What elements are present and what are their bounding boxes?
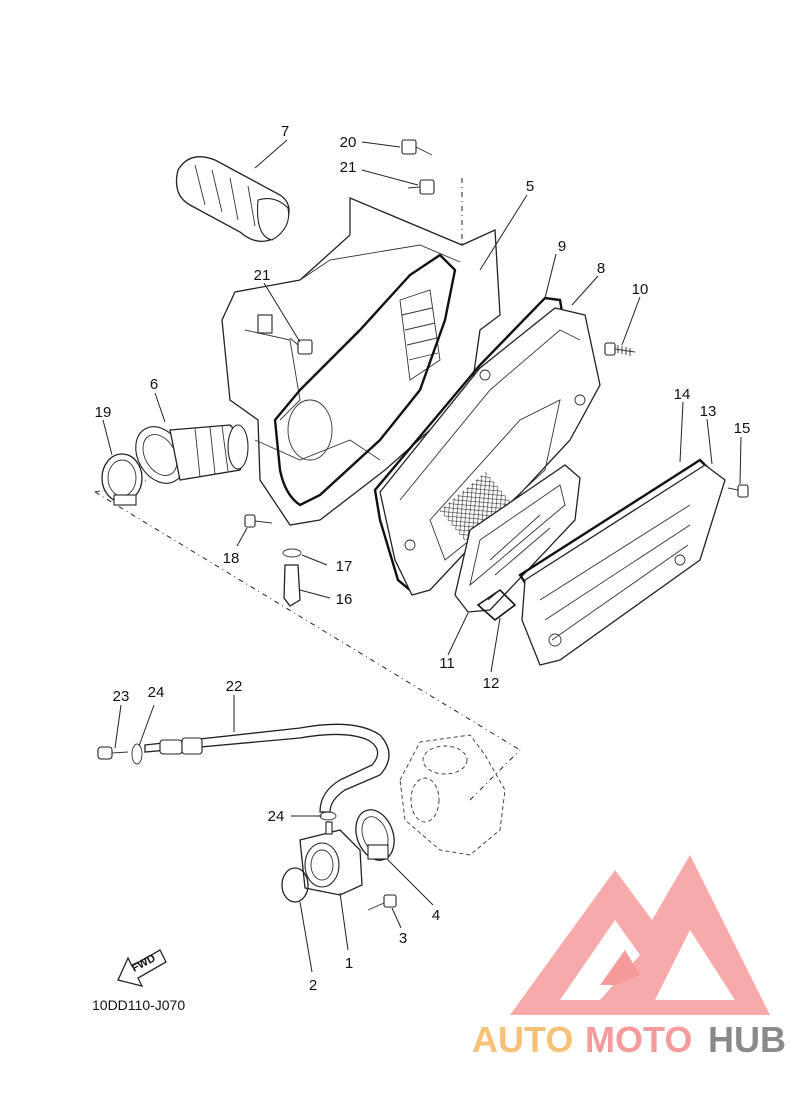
part-23-plug — [97, 746, 129, 760]
callout-12: 12 — [483, 675, 500, 692]
watermark-moto: MOTO — [585, 1019, 692, 1060]
watermark-logo-icon — [510, 855, 770, 1015]
callout-8: 8 — [597, 260, 605, 277]
part-16-drain-plug — [283, 564, 301, 607]
callout-numbers: 7 20 21 5 9 8 10 21 6 19 14 13 15 18 17 … — [95, 123, 751, 994]
part-20-bolt — [401, 139, 433, 156]
callout-21-upper: 21 — [340, 159, 357, 176]
callout-2: 2 — [309, 977, 317, 994]
part-13-case-cap — [521, 464, 726, 666]
callout-15: 15 — [734, 420, 751, 437]
callout-18: 18 — [223, 550, 240, 567]
part-11-filter-element — [454, 464, 581, 613]
part-21-bolt-upper — [407, 179, 435, 195]
part-10-screw — [604, 342, 636, 356]
callout-23: 23 — [113, 688, 130, 705]
callout-22: 22 — [226, 678, 243, 695]
part-21-bolt-lower — [289, 337, 313, 355]
callout-6: 6 — [150, 376, 158, 393]
watermark-text: AUTO MOTO HUB — [472, 1019, 786, 1060]
callout-24-lower: 24 — [268, 808, 285, 825]
callout-13: 13 — [700, 403, 717, 420]
part-22-breather-hose — [144, 723, 390, 813]
part-24-clip-upper — [131, 743, 143, 765]
fwd-arrow-icon: FWD — [117, 949, 167, 987]
callout-14: 14 — [674, 386, 691, 403]
part-4-clamp — [355, 809, 395, 861]
part-1-carburetor-joint — [299, 821, 363, 896]
callout-10: 10 — [632, 281, 649, 298]
leader-lines — [102, 139, 742, 973]
diagram-code: 10DD110-J070 — [92, 997, 185, 1013]
watermark-hub: HUB — [708, 1019, 786, 1060]
callout-20: 20 — [340, 134, 357, 151]
part-17-clip — [282, 548, 302, 558]
part-3-screw — [367, 894, 397, 911]
part-5-air-box-housing — [221, 197, 501, 526]
callout-1: 1 — [345, 955, 353, 972]
part-19-band-clamp — [101, 453, 143, 506]
part-18-bolt — [244, 514, 273, 528]
callout-17: 17 — [336, 558, 353, 575]
part-6-intake-joint — [135, 424, 249, 484]
callout-16: 16 — [336, 591, 353, 608]
callout-7: 7 — [281, 123, 289, 140]
part-15-screw — [727, 484, 749, 498]
callout-21-lower: 21 — [254, 267, 271, 284]
part-12-filter-frame — [476, 588, 517, 622]
part-24-clip-lower — [319, 811, 337, 821]
watermark-auto: AUTO — [472, 1019, 573, 1060]
callout-19: 19 — [95, 404, 112, 421]
part-8-case-cover — [379, 307, 601, 596]
part-2-o-ring — [281, 867, 309, 903]
callout-4: 4 — [432, 907, 440, 924]
callout-5: 5 — [526, 178, 534, 195]
callout-9: 9 — [558, 238, 566, 255]
callout-3: 3 — [399, 930, 407, 947]
callout-11: 11 — [439, 655, 455, 672]
callout-24-upper: 24 — [148, 684, 165, 701]
part-7-intake-duct — [175, 156, 290, 243]
carburetor-outline — [399, 734, 506, 856]
